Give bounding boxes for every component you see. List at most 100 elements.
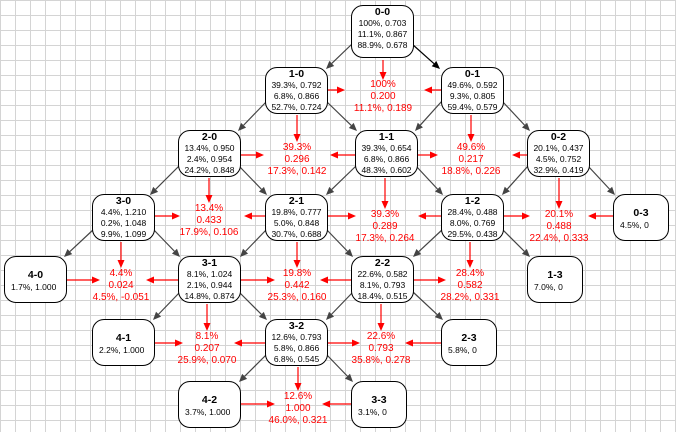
edge-arrow bbox=[240, 228, 268, 257]
node-stat-line: 18.4%, 0.515 bbox=[357, 291, 408, 301]
node-4-0: 4-0 1.7%, 1.000 bbox=[4, 256, 67, 303]
node-1-1: 1-1 39.3%, 0.654 6.8%, 0.866 48.3%, 0.60… bbox=[355, 130, 418, 177]
red-arrow bbox=[241, 276, 275, 284]
node-3-1: 3-1 8.1%, 1.024 2.1%, 0.944 14.8%, 0.874 bbox=[178, 256, 241, 303]
node-title: 2-1 bbox=[288, 195, 305, 207]
mid-stat: 46.0%, 0.321 bbox=[268, 415, 328, 426]
node-title: 0-2 bbox=[550, 131, 567, 143]
node-stat-line: 8.0%, 0.769 bbox=[449, 218, 496, 228]
red-arrow bbox=[467, 115, 475, 142]
edge-arrow bbox=[326, 291, 354, 320]
node-stat-line: 2.2%, 1.000 bbox=[99, 345, 145, 355]
node-stat-line: 7.0%, 0 bbox=[534, 282, 563, 292]
node-stat-line: 20.1%, 0.437 bbox=[533, 143, 584, 153]
mid-stat: 11.1%, 0.189 bbox=[353, 103, 413, 114]
mid-label-0-1: 49.6% 0.217 18.8%, 0.226 bbox=[442, 142, 501, 178]
red-arrow bbox=[117, 242, 125, 268]
red-arrow bbox=[330, 151, 355, 159]
node-stat-line: 2.4%, 0.954 bbox=[186, 154, 233, 164]
node-stat-line: 4.5%, 0.752 bbox=[535, 154, 582, 164]
mid-percent: 100% bbox=[370, 79, 396, 90]
node-title: 3-0 bbox=[115, 195, 132, 207]
node-stat-line: 39.3%, 0.654 bbox=[361, 143, 412, 153]
edge-arrow bbox=[150, 165, 180, 195]
mid-label-0-0: 100% 0.200 11.1%, 0.189 bbox=[354, 79, 412, 115]
node-stat-line: 8.1%, 1.024 bbox=[186, 269, 233, 279]
edge-arrow bbox=[415, 100, 443, 131]
node-stat-line: 5.0%, 0.848 bbox=[273, 218, 320, 228]
red-arrow bbox=[414, 276, 446, 284]
node-stat-line: 12.6%, 0.793 bbox=[271, 332, 322, 342]
node-stat-line: 13.4%, 0.950 bbox=[184, 143, 235, 153]
node-title: 1-1 bbox=[378, 131, 395, 143]
node-stat-line: 29.5%, 0.438 bbox=[447, 229, 498, 239]
mid-value: 0.582 bbox=[457, 280, 483, 291]
red-arrow bbox=[555, 178, 563, 209]
node-0-2: 0-2 20.1%, 0.437 4.5%, 0.752 32.9%, 0.41… bbox=[527, 130, 590, 177]
node-stat-line: 49.6%, 0.592 bbox=[447, 80, 498, 90]
mid-value: 0.488 bbox=[546, 221, 572, 232]
mid-stat: 18.8%, 0.226 bbox=[441, 166, 501, 177]
red-arrow bbox=[293, 115, 301, 142]
node-title: 3-3 bbox=[371, 394, 387, 406]
red-arrow bbox=[322, 400, 351, 408]
mid-value: 1.000 bbox=[285, 403, 311, 414]
mid-percent: 49.6% bbox=[456, 142, 486, 153]
red-arrow bbox=[241, 400, 275, 408]
node-title: 1-0 bbox=[288, 68, 305, 80]
edge-arrow bbox=[325, 228, 353, 257]
node-stat-line: 28.4%, 0.488 bbox=[447, 207, 498, 217]
node-stat-line: 88.9%, 0.678 bbox=[357, 40, 408, 50]
node-title: 4-2 bbox=[201, 394, 218, 406]
node-stat-line: 30.7%, 0.688 bbox=[271, 229, 322, 239]
node-title: 4-0 bbox=[27, 269, 44, 281]
node-stat-line: 59.4%, 0.579 bbox=[447, 102, 498, 112]
node-title: 3-1 bbox=[201, 257, 218, 269]
node-2-3: 2-3 5.8%, 0 bbox=[441, 319, 497, 366]
node-stat-line: 32.9%, 0.419 bbox=[533, 165, 584, 175]
node-1-3: 1-3 7.0%, 0 bbox=[527, 256, 583, 303]
edge-arrow bbox=[64, 228, 95, 257]
node-2-1: 2-1 19.8%, 0.777 5.0%, 0.848 30.7%, 0.68… bbox=[265, 194, 328, 241]
mid-percent: 39.3% bbox=[282, 142, 312, 153]
node-stat-line: 4.5%, 0 bbox=[620, 220, 649, 230]
red-arrow bbox=[203, 304, 211, 331]
edge-arrow bbox=[326, 43, 353, 69]
mid-label-3-0: 4.4% 0.024 4.5%, -0.051 bbox=[93, 268, 150, 304]
edge-arrow bbox=[501, 100, 530, 131]
edge-arrow bbox=[238, 100, 268, 131]
mid-label-2-1: 19.8% 0.442 25.3%, 0.160 bbox=[268, 268, 327, 304]
node-3-2: 3-2 12.6%, 0.793 5.8%, 0.866 6.8%, 0.545 bbox=[265, 319, 328, 366]
node-stat-line: 24.2%, 0.848 bbox=[184, 165, 235, 175]
mid-value: 0.442 bbox=[284, 280, 310, 291]
node-stat-line: 48.3%, 0.602 bbox=[361, 165, 412, 175]
red-arrow bbox=[379, 60, 387, 80]
node-title: 2-0 bbox=[201, 131, 218, 143]
node-title: 0-1 bbox=[464, 68, 481, 80]
mid-stat: 25.9%, 0.070 bbox=[177, 355, 237, 366]
red-arrow bbox=[294, 367, 302, 391]
red-arrow bbox=[146, 276, 178, 284]
edge-arrow bbox=[238, 165, 267, 195]
mid-value: 0.289 bbox=[372, 221, 398, 232]
node-stat-line: 5.8%, 0 bbox=[448, 345, 477, 355]
node-title: 2-2 bbox=[374, 257, 391, 269]
node-3-3: 3-3 3.1%, 0 bbox=[351, 381, 407, 428]
edge-arrow bbox=[239, 353, 268, 382]
node-title: 2-3 bbox=[461, 332, 477, 344]
node-stat-line: 14.8%, 0.874 bbox=[184, 291, 235, 301]
node-stat-line: 9.3%, 0.805 bbox=[449, 91, 496, 101]
node-0-1: 0-1 49.6%, 0.592 9.3%, 0.805 59.4%, 0.57… bbox=[441, 67, 504, 114]
node-stat-line: 5.8%, 0.866 bbox=[273, 343, 320, 353]
node-stat-line: 6.8%, 0.866 bbox=[273, 91, 320, 101]
edge-arrow bbox=[326, 165, 357, 195]
node-stat-line: 22.6%, 0.582 bbox=[357, 269, 408, 279]
red-arrow bbox=[293, 242, 301, 268]
mid-stat: 17.9%, 0.106 bbox=[179, 227, 239, 238]
red-arrow bbox=[244, 212, 265, 220]
mid-stat: 35.8%, 0.278 bbox=[351, 355, 411, 366]
red-arrow bbox=[155, 339, 183, 347]
mid-value: 0.433 bbox=[196, 215, 222, 226]
mid-percent: 20.1% bbox=[544, 209, 574, 220]
